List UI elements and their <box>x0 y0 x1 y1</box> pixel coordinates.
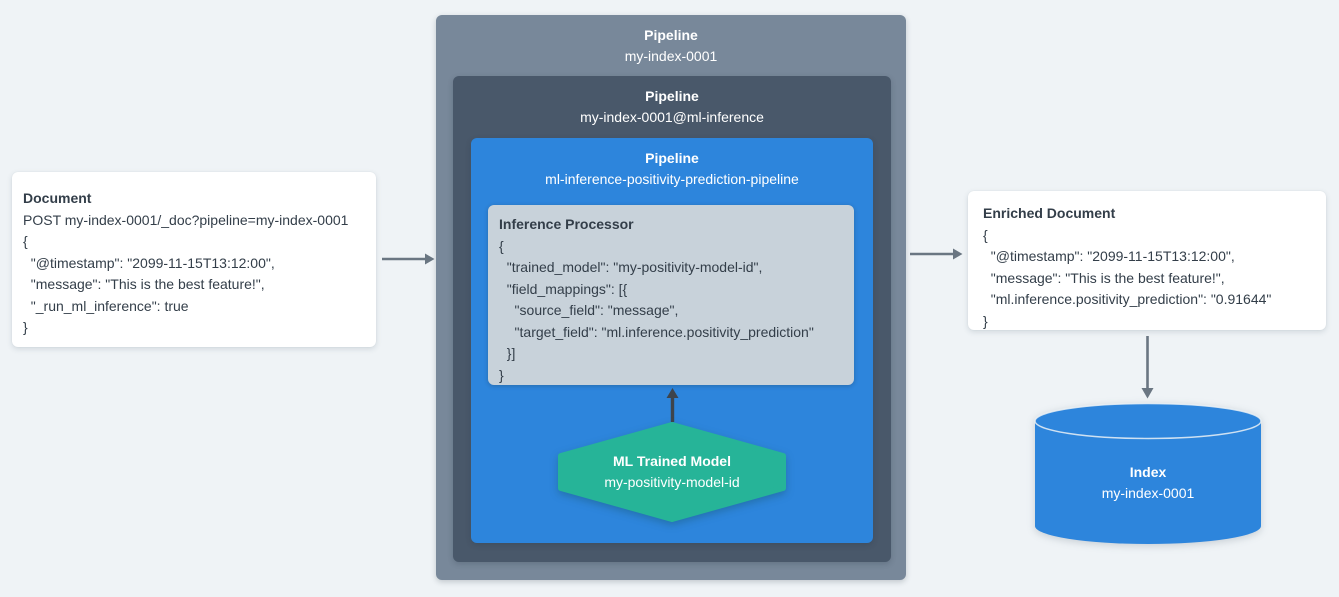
enriched-document-title: Enriched Document <box>983 205 1116 221</box>
ml-trained-model-title: ML Trained Model <box>613 453 731 469</box>
ml-trained-model-shape: ML Trained Model my-positivity-model-id <box>558 422 786 522</box>
enriched-document-card: Enriched Document { "@timestamp": "2099-… <box>968 191 1326 330</box>
pipeline-ml-inference-header: Pipeline my-index-0001@ml-inference <box>453 76 891 128</box>
index-name: my-index-0001 <box>1101 485 1195 501</box>
pipeline-outer-name: my-index-0001 <box>624 48 718 64</box>
document-card: Document POST my-index-0001/_doc?pipelin… <box>12 172 376 347</box>
ml-trained-model-name: my-positivity-model-id <box>604 474 740 490</box>
document-card-title: Document <box>23 190 92 206</box>
inference-processor-code: { "trained_model": "my-positivity-model-… <box>499 237 814 383</box>
enriched-document-code: { "@timestamp": "2099-11-15T13:12:00", "… <box>983 226 1272 329</box>
pipeline-inference-label: Pipeline <box>645 150 699 166</box>
index-title: Index <box>1129 464 1167 480</box>
pipeline-outer-label: Pipeline <box>644 27 698 43</box>
inference-processor-title: Inference Processor <box>499 216 634 232</box>
arrow-enriched-to-index-icon <box>1140 336 1155 399</box>
index-labels: Index my-index-0001 <box>1033 462 1263 504</box>
arrow-pipeline-to-enriched-icon <box>910 247 963 261</box>
arrow-document-to-pipeline-icon <box>382 252 435 266</box>
pipeline-ml-inference-label: Pipeline <box>645 88 699 104</box>
index-cylinder: Index my-index-0001 <box>1033 402 1263 545</box>
inference-processor-card: Inference Processor { "trained_model": "… <box>488 205 854 385</box>
pipeline-inference-name: ml-inference-positivity-prediction-pipel… <box>545 171 799 187</box>
pipeline-inference-header: Pipeline ml-inference-positivity-predict… <box>471 138 873 190</box>
pipeline-outer-header: Pipeline my-index-0001 <box>436 15 906 67</box>
pipeline-ml-inference-name: my-index-0001@ml-inference <box>580 109 764 125</box>
ml-trained-model-labels: ML Trained Model my-positivity-model-id <box>558 451 786 493</box>
document-card-code: POST my-index-0001/_doc?pipeline=my-inde… <box>23 211 349 336</box>
arrow-model-to-processor-icon <box>665 388 680 422</box>
